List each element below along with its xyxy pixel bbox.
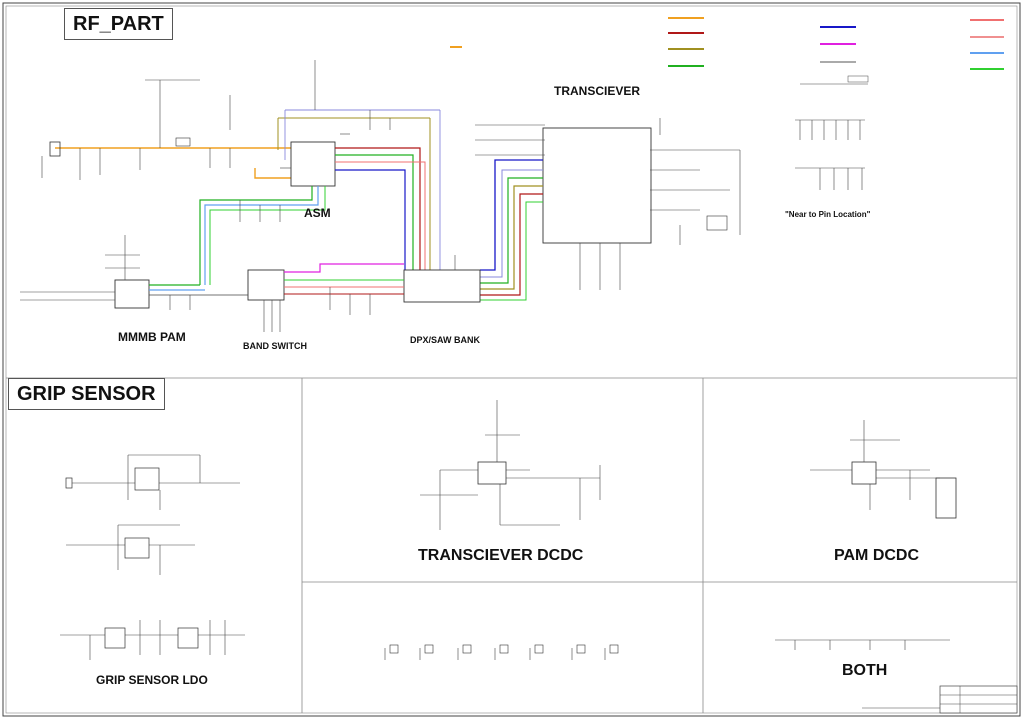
pam-dcdc-circuit xyxy=(810,420,957,519)
grip-sensor-circuit-2 xyxy=(66,524,195,575)
both-net-bus xyxy=(775,639,950,650)
inductor-component xyxy=(935,477,957,519)
transceiver-dcdc-circuit xyxy=(420,400,601,530)
crystal-component xyxy=(706,215,728,231)
band-switch-chip xyxy=(247,263,404,332)
filter-component xyxy=(175,137,191,147)
grip-sensor-circuit-1 xyxy=(65,454,240,510)
dpx-saw-bank-label: DPX/SAW BANK xyxy=(410,335,481,345)
net-color-legend xyxy=(450,17,1004,70)
grip-sensor-ldo-label: GRIP SENSOR LDO xyxy=(96,673,208,687)
antenna-input-net xyxy=(41,79,301,180)
asm-label: ASM xyxy=(304,206,331,220)
pam-dcdc-label: PAM DCDC xyxy=(834,547,920,564)
mmmb-pam-label: MMMB PAM xyxy=(118,330,186,344)
transciever-dcdc-label: TRANSCIEVER DCDC xyxy=(418,547,584,564)
antenna-connector xyxy=(49,141,61,157)
grip-sensor-title: GRIP SENSOR xyxy=(8,378,165,410)
transciever-label: TRANSCIEVER xyxy=(554,84,641,98)
rf-part-title: RF_PART xyxy=(64,8,173,40)
near-to-pin-label: "Near to Pin Location" xyxy=(785,210,871,219)
title-block xyxy=(862,685,1018,714)
both-label: BOTH xyxy=(842,662,888,679)
near-to-pin-capacitors xyxy=(795,75,869,190)
both-connectors-row xyxy=(384,644,619,660)
grip-sensor-ldo-circuit xyxy=(60,620,245,660)
band-switch-label: BAND SWITCH xyxy=(243,341,307,351)
sheet-inner-border xyxy=(5,5,1018,714)
transceiver-chip xyxy=(475,118,741,301)
asm-chip xyxy=(199,60,441,285)
dpx-saw-bank-chip xyxy=(403,255,481,303)
mmmb-pam-chip xyxy=(20,235,248,310)
